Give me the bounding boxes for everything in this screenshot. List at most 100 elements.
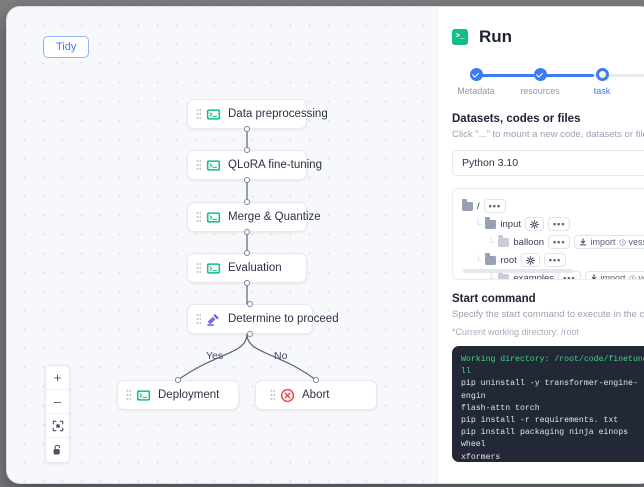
node-determine-to-proceed[interactable]: Determine to proceed [187, 301, 339, 337]
image-select-input[interactable]: Python 3.10 [452, 150, 644, 176]
terminal-line: pip install -r requirements. txt [461, 416, 619, 426]
tree-row-more-button[interactable]: ••• [548, 217, 571, 231]
stepper-progress [470, 74, 594, 77]
step-label: task [593, 86, 611, 96]
step-label: vari [638, 86, 644, 96]
tree-row-root-folder[interactable]: └ root ••• [462, 251, 644, 269]
node-output-port[interactable] [244, 177, 250, 183]
gavel-icon [207, 313, 219, 326]
node-label: Evaluation [228, 262, 282, 274]
tree-row-root[interactable]: / ••• [462, 197, 644, 215]
step-task[interactable]: task [572, 67, 632, 96]
terminal-line: flash-attn torch [461, 403, 540, 413]
tree-row-balloon[interactable]: └ balloon ••• import vessl-da [462, 233, 644, 251]
step-check-icon [533, 68, 547, 81]
terminal-icon [206, 211, 221, 223]
node-output-port[interactable] [244, 229, 250, 235]
drag-handle-icon[interactable] [196, 108, 201, 120]
node-output-port[interactable] [247, 331, 253, 337]
tree-guide: └ [488, 273, 495, 280]
start-command-editor[interactable]: Working directory: /root/code/finetune-l… [452, 346, 644, 462]
download-icon [580, 238, 587, 246]
datasets-section-title: Datasets, codes or files [452, 113, 581, 125]
tree-row-name: root [500, 254, 517, 266]
tree-row-import-button[interactable]: import vessl- [584, 271, 644, 280]
tree-row-more-button[interactable]: ••• [483, 199, 507, 213]
tree-row-settings-button[interactable] [525, 217, 544, 231]
run-terminal-icon: >_ [452, 29, 468, 45]
node-input-port[interactable] [244, 199, 250, 205]
import-label: import [600, 272, 626, 280]
step-check-icon [469, 68, 483, 81]
node-data-preprocessing[interactable]: Data preprocessing [187, 99, 328, 132]
node-deployment[interactable]: Deployment [117, 377, 239, 410]
fit-view-button[interactable] [46, 414, 69, 438]
drag-handle-icon[interactable] [196, 262, 201, 274]
node-output-port[interactable] [244, 126, 250, 132]
lock-toggle-button[interactable] [46, 438, 69, 462]
step-label: Metadata [457, 86, 495, 96]
start-command-subtitle: Specify the start command to execute in … [452, 309, 644, 320]
terminal-line: pip install packaging ninja einops wheel [461, 428, 629, 450]
file-tree[interactable]: / ••• └ input ••• └ balloon •• [452, 188, 644, 280]
tree-row-more-button[interactable]: ••• [543, 253, 567, 267]
terminal-line: pip uninstall -y transformer-engine-engi… [461, 379, 638, 401]
node-merge-quantize[interactable]: Merge & Quantize [187, 199, 321, 235]
node-label: QLoRA fine-tuning [228, 159, 322, 171]
node-input-port[interactable] [175, 377, 181, 383]
tree-guide: └ [475, 255, 482, 265]
drag-handle-icon[interactable] [196, 159, 201, 171]
gear-icon [525, 255, 535, 265]
tree-row-name: input [500, 218, 521, 230]
node-input-port[interactable] [244, 147, 250, 153]
import-source: vessl-da [628, 236, 644, 247]
terminal-icon [206, 262, 221, 274]
drag-handle-icon[interactable] [196, 313, 201, 325]
node-label: Deployment [158, 389, 220, 401]
clock-icon [628, 274, 636, 279]
datasets-section-subtitle: Click "..." to mount a new code, dataset… [452, 129, 644, 140]
tree-row-settings-button[interactable] [520, 253, 540, 267]
edge-label-no: No [274, 350, 288, 362]
tree-guide: └ [475, 219, 482, 229]
folder-icon [485, 253, 497, 265]
node-input-port[interactable] [313, 377, 319, 383]
node-qlora-fine-tuning[interactable]: QLoRA fine-tuning [187, 147, 322, 183]
workflow-canvas[interactable]: Tidy Yes No Data preprocessing [7, 7, 437, 483]
node-abort[interactable]: Abort [255, 377, 377, 410]
node-label: Abort [302, 389, 330, 401]
terminal-icon [206, 159, 221, 171]
canvas-zoom-toolbar[interactable]: + – [45, 365, 70, 463]
node-evaluation[interactable]: Evaluation [187, 250, 307, 286]
tree-row-name: examples [513, 272, 555, 280]
tree-row-more-button[interactable]: ••• [548, 235, 571, 249]
terminal-icon [206, 108, 221, 120]
tree-guide: └ [488, 237, 495, 247]
step-variables[interactable]: vari [638, 67, 644, 96]
step-resources[interactable]: resources [510, 67, 570, 96]
node-output-port[interactable] [244, 280, 250, 286]
tree-row-import-button[interactable]: import vessl-da [574, 235, 644, 249]
tree-horizontal-scrollbar[interactable] [463, 269, 573, 273]
app-window: Tidy Yes No Data preprocessing [6, 6, 644, 484]
zoom-out-button[interactable]: – [46, 390, 69, 414]
drag-handle-icon[interactable] [126, 389, 131, 401]
edge-label-yes: Yes [206, 350, 224, 362]
error-circle-icon [280, 388, 295, 402]
panel-header: >_ Run [452, 27, 644, 47]
gear-icon [530, 219, 539, 229]
tree-row-input[interactable]: └ input ••• [462, 215, 644, 233]
step-current-icon [595, 68, 609, 81]
drag-handle-icon[interactable] [270, 389, 275, 401]
working-directory-note: *Current working directory: /root [452, 327, 580, 337]
node-label: Determine to proceed [228, 313, 339, 325]
step-metadata[interactable]: Metadata [446, 67, 506, 96]
folder-icon [498, 235, 510, 247]
node-input-port[interactable] [244, 250, 250, 256]
panel-title: Run [479, 27, 513, 46]
tidy-button[interactable]: Tidy [43, 36, 90, 58]
drag-handle-icon[interactable] [196, 211, 201, 223]
zoom-in-button[interactable]: + [46, 366, 69, 390]
node-input-port[interactable] [247, 301, 253, 307]
terminal-icon [136, 389, 151, 401]
